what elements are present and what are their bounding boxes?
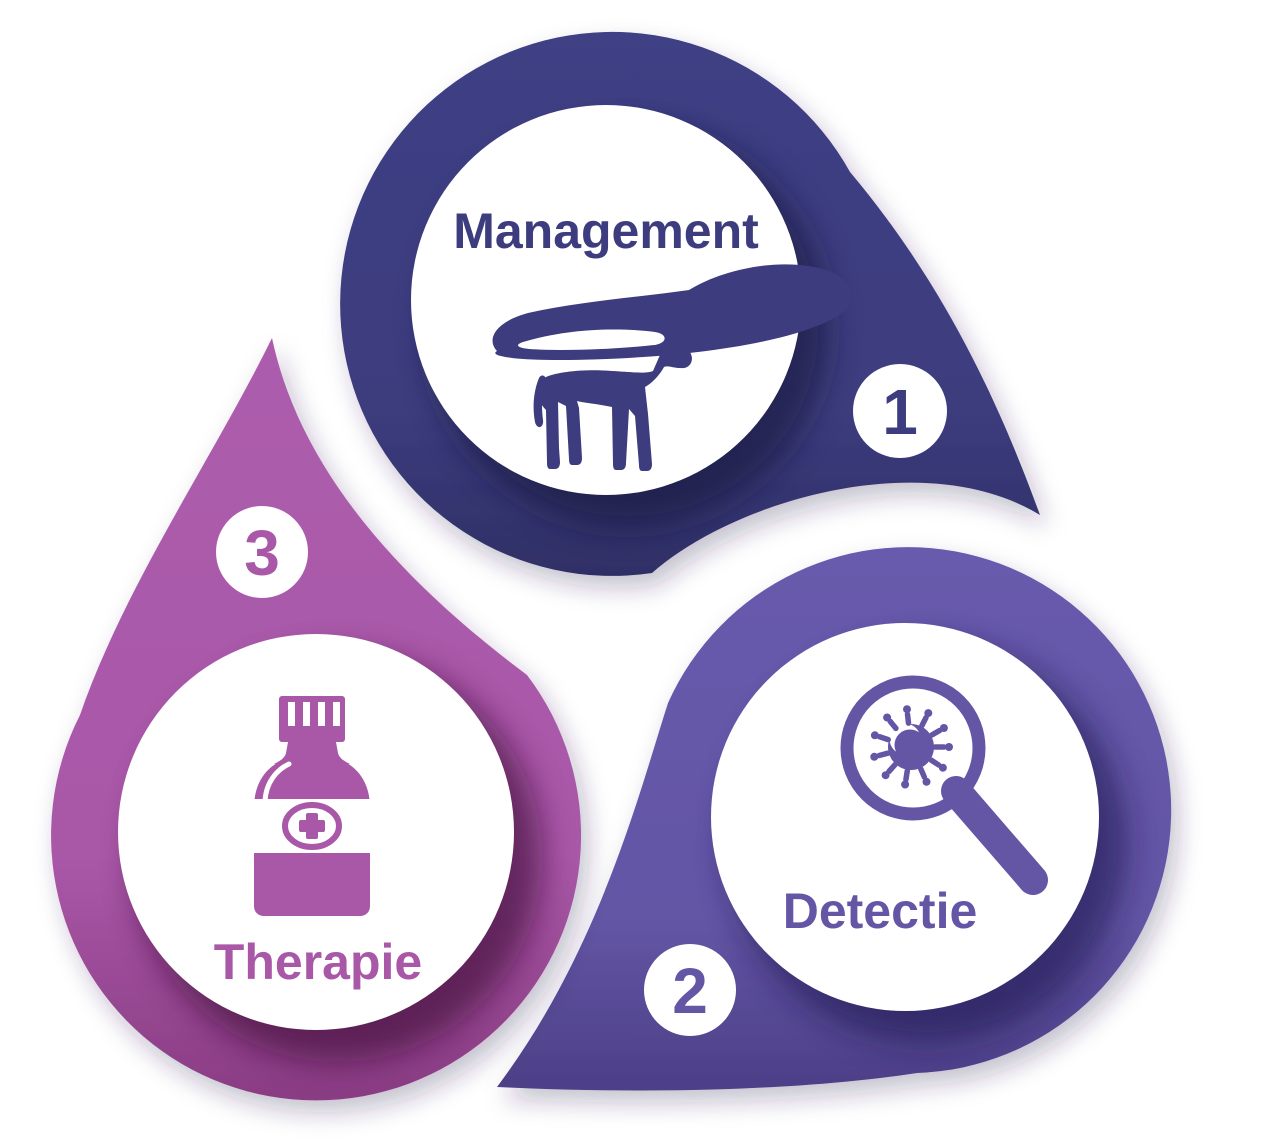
management-label: Management	[453, 203, 759, 259]
badge-3-circle	[216, 506, 308, 598]
medicine-bottle-icon	[254, 696, 370, 916]
bottle-cap	[279, 696, 345, 742]
hand-thumb-slit	[518, 329, 665, 350]
section-detectie: Detectie	[497, 547, 1172, 1091]
magnifier-virus-icon	[840, 675, 1048, 895]
badge-3: 3	[216, 506, 308, 598]
badge-3-number: 3	[244, 517, 280, 589]
badge-2: 2	[644, 944, 736, 1036]
hand-sheltering-cow-icon	[492, 264, 853, 471]
section-therapie: Therapie 3	[51, 338, 582, 1101]
badge-1-number: 1	[882, 376, 918, 448]
magnifier-handle	[941, 776, 1048, 895]
badge-1: 1	[853, 364, 947, 458]
management-white-disc	[411, 105, 801, 495]
cow-tail	[533, 375, 546, 428]
detectie-label: Detectie	[783, 883, 978, 939]
badge-2-circle	[644, 944, 736, 1036]
virus-icon	[870, 705, 953, 789]
magnifier-lens	[840, 675, 986, 821]
badge-2-number: 2	[672, 955, 708, 1027]
badge-1-circle	[853, 364, 947, 458]
therapie-label: Therapie	[214, 934, 422, 990]
section-management: Management 1	[340, 31, 1040, 576]
bottle-highlight	[262, 761, 292, 804]
cow-icon	[537, 329, 692, 471]
bottle-label-ellipse	[282, 802, 342, 850]
medical-cross-icon	[299, 813, 325, 839]
